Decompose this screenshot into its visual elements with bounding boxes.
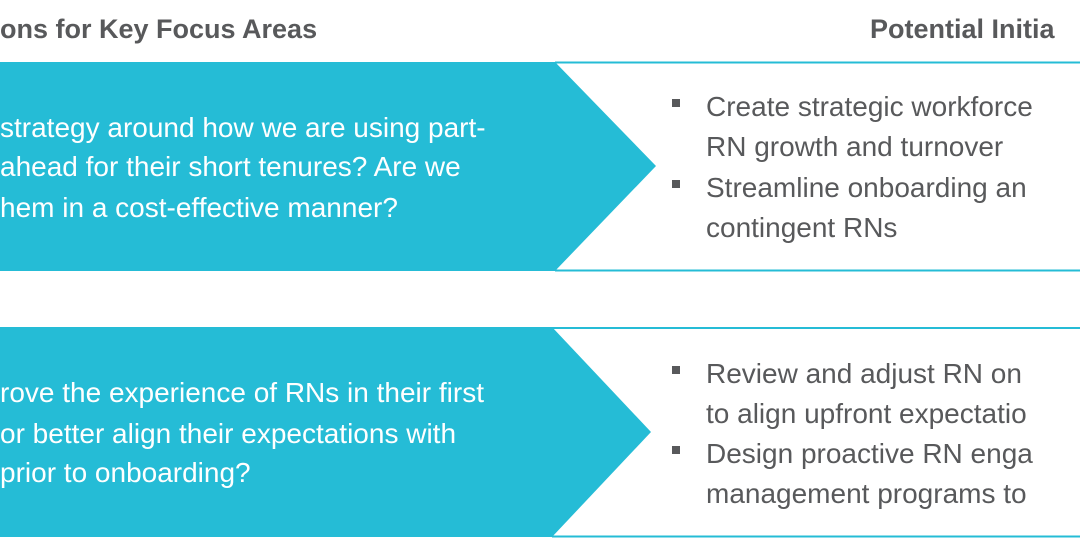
initiative-line: to align upfront expectatio (706, 398, 1027, 429)
bullet-icon (672, 366, 680, 374)
question-line: strategy around how we are using part- (0, 112, 486, 143)
question-arrow-2 (0, 327, 651, 537)
question-line: rove the experience of RNs in their firs… (0, 377, 484, 408)
bullet-icon (672, 180, 680, 188)
question-line: or better align their expectations with (0, 418, 457, 449)
initiative-line: Design proactive RN enga (706, 438, 1033, 469)
bullet-icon (672, 99, 680, 107)
question-line: ahead for their short tenures? Are we (0, 151, 461, 182)
questions-header: ons for Key Focus Areas (0, 14, 318, 44)
initiative-line: Streamline onboarding an (706, 172, 1027, 203)
initiative-line: Review and adjust RN on (706, 358, 1022, 389)
question-line: hem in a cost-effective manner? (0, 192, 398, 223)
initiatives-header: Potential Initia (870, 14, 1055, 44)
initiative-line: contingent RNs (706, 212, 898, 243)
question-arrow-1 (0, 62, 656, 271)
bullet-icon (672, 446, 680, 454)
question-line: prior to onboarding? (0, 457, 251, 488)
initiative-line: management programs to (706, 478, 1027, 509)
initiative-line: Create strategic workforce (706, 91, 1033, 122)
initiative-line: RN growth and turnover (706, 131, 1004, 162)
